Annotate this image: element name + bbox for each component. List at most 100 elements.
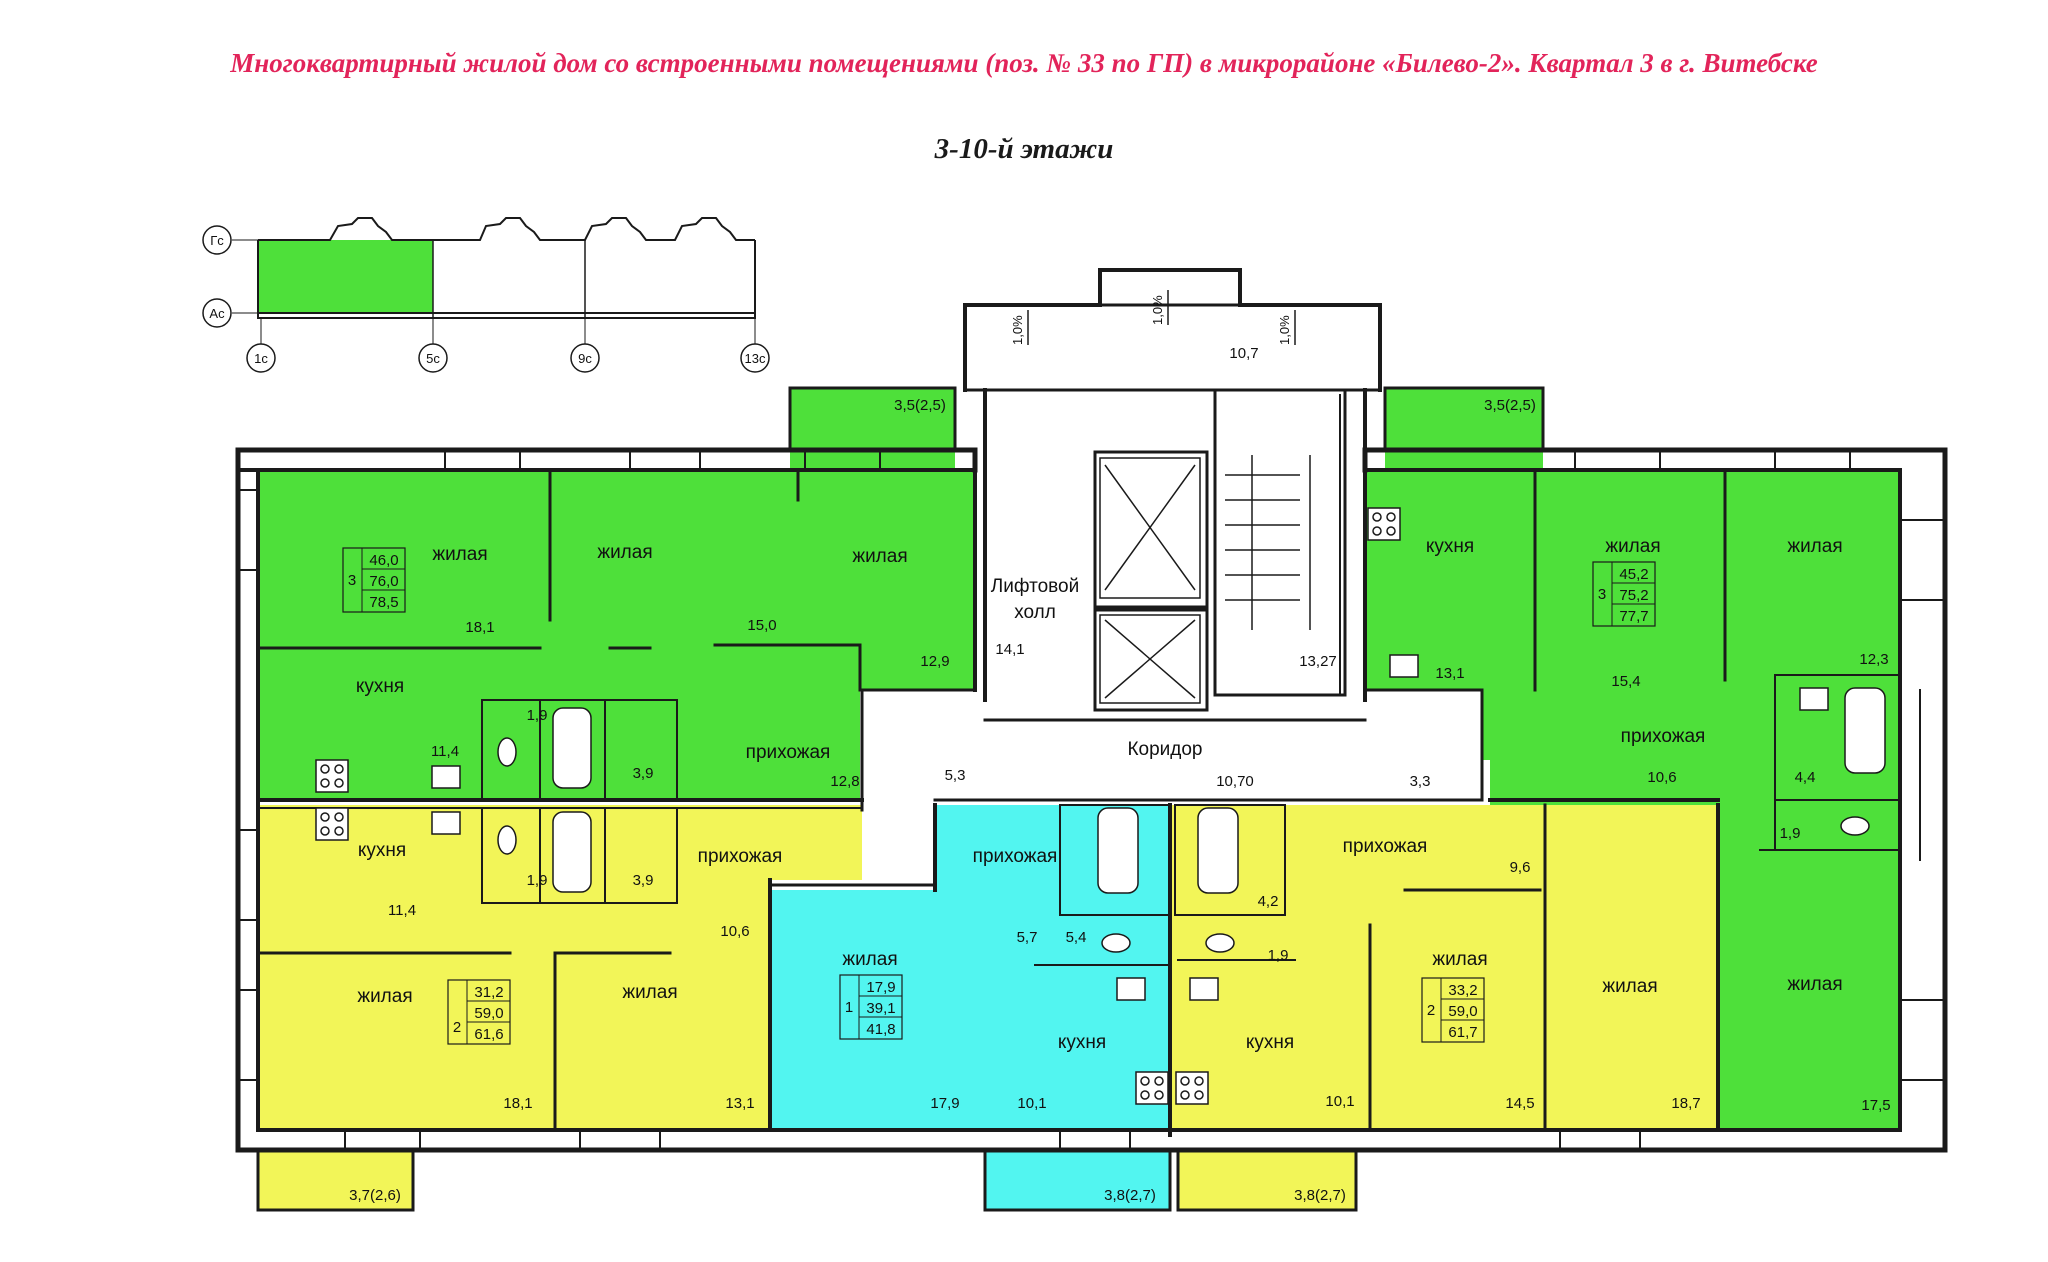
area-label: 10,7 [1229,345,1258,362]
area-label: 14,5 [1505,1095,1534,1112]
area-label: 4,2 [1258,893,1279,910]
room-label: жилая [357,986,412,1007]
area-label: 18,1 [465,619,494,636]
room-label: кухня [356,676,404,697]
svg-text:46,0: 46,0 [369,552,398,569]
bathtub-icon [552,811,592,893]
area-label: 17,5 [1861,1097,1890,1114]
area-label: 10,70 [1216,773,1254,790]
room-label: прихожая [1343,836,1428,857]
key-plan-highlight [258,240,433,313]
svg-text:76,0: 76,0 [369,573,398,590]
balcony-left-top-fill [790,388,955,470]
svg-text:45,2: 45,2 [1619,566,1648,583]
slope-label: 1,0% [1277,315,1292,345]
sink-icon [1389,654,1419,678]
area-label: 1,9 [527,872,548,889]
area-label: 10,1 [1017,1095,1046,1112]
room-label: кухня [1426,536,1474,557]
toilet-icon [1205,933,1235,953]
area-label: 17,9 [930,1095,959,1112]
axis-label-gs: Гс [210,233,224,248]
stove-icon [315,759,349,793]
svg-text:3: 3 [348,572,356,589]
area-label: 5,4 [1066,929,1087,946]
stove-icon [1135,1071,1169,1105]
area-label: 3,9 [633,765,654,782]
svg-text:3: 3 [1598,586,1606,603]
area-label: 13,1 [1435,665,1464,682]
svg-text:77,7: 77,7 [1619,608,1648,625]
apartment-info-left-2room: 2 31,2 59,0 61,6 [447,979,511,1045]
slope-label: 1,0% [1010,315,1025,345]
sink-icon [431,765,461,789]
axis-label-9c: 9с [578,351,592,366]
lift-hall-label: Лифтовой [991,576,1079,597]
stove-icon [1175,1071,1209,1105]
toilet-icon [1101,933,1131,953]
sink-icon [1799,687,1829,711]
apartment-right-2room-fill [1170,805,1718,1130]
axis-label-5c: 5с [426,351,440,366]
balcony-right-bottom-fill [1178,1150,1356,1210]
area-label: 12,3 [1859,651,1888,668]
svg-text:2: 2 [1427,1002,1435,1019]
slope-label: 1,0% [1150,295,1165,325]
area-label: 11,4 [388,902,416,919]
area-label: 12,8 [830,773,859,790]
room-label: прихожая [698,846,783,867]
svg-text:78,5: 78,5 [369,594,398,611]
toilet-icon [497,825,517,855]
svg-text:39,1: 39,1 [866,1000,895,1017]
area-label: 11,4 [431,743,459,760]
apartment-info-right-2room: 2 33,2 59,0 61,7 [1421,977,1485,1043]
apartment-info-right-3room: 3 45,2 75,2 77,7 [1592,561,1656,627]
area-label: 15,4 [1611,673,1640,690]
area-label: 18,1 [503,1095,532,1112]
fixtures [315,455,1886,1105]
area-label: 18,7 [1671,1095,1700,1112]
key-plan: Гс Ас 1с 5с 9с 13с [202,217,770,373]
bathtub-icon [1844,687,1886,774]
axis-label-as: Ас [209,306,225,321]
area-label: 10,6 [1647,769,1676,786]
area-label: 1,9 [1268,947,1289,964]
svg-text:2: 2 [453,1019,461,1036]
room-label: жилая [1602,976,1657,997]
area-label: 3,7(2,6) [349,1187,401,1204]
toilet-icon [497,737,517,767]
walls [235,268,1948,1212]
area-label: 14,1 [995,641,1024,658]
area-label: 12,9 [920,653,949,670]
area-label: 13,27 [1299,653,1337,670]
room-label: прихожая [746,742,831,763]
room-label: жилая [852,546,907,567]
axis-label-13c: 13с [745,351,766,366]
sink-icon [1189,977,1219,1001]
svg-text:1: 1 [845,999,853,1016]
room-label: кухня [1058,1032,1106,1053]
balcony-right-top-fill [1385,388,1543,470]
room-label: кухня [358,840,406,861]
stairs-icon [1225,455,1311,630]
balcony-center-bottom-fill [985,1150,1170,1210]
area-label: 5,3 [945,767,966,784]
floor-subtitle: 3-10-й этажи [934,133,1114,165]
sink-icon [1116,977,1146,1001]
lift-hall-label: холл [1014,602,1056,623]
room-label: жилая [1787,536,1842,557]
room-label: жилая [842,949,897,970]
svg-text:31,2: 31,2 [474,984,503,1001]
area-label: 1,9 [1780,825,1801,842]
apartment-left-2room-fill [258,805,862,1130]
bathtub-icon [552,707,592,789]
area-label: 15,0 [747,617,776,634]
area-label: 9,6 [1510,859,1531,876]
svg-text:41,8: 41,8 [866,1021,895,1038]
room-label: жилая [1432,949,1487,970]
svg-text:75,2: 75,2 [1619,587,1648,604]
svg-text:61,7: 61,7 [1448,1024,1477,1041]
area-label: 1,9 [527,707,548,724]
room-label: жилая [432,544,487,565]
